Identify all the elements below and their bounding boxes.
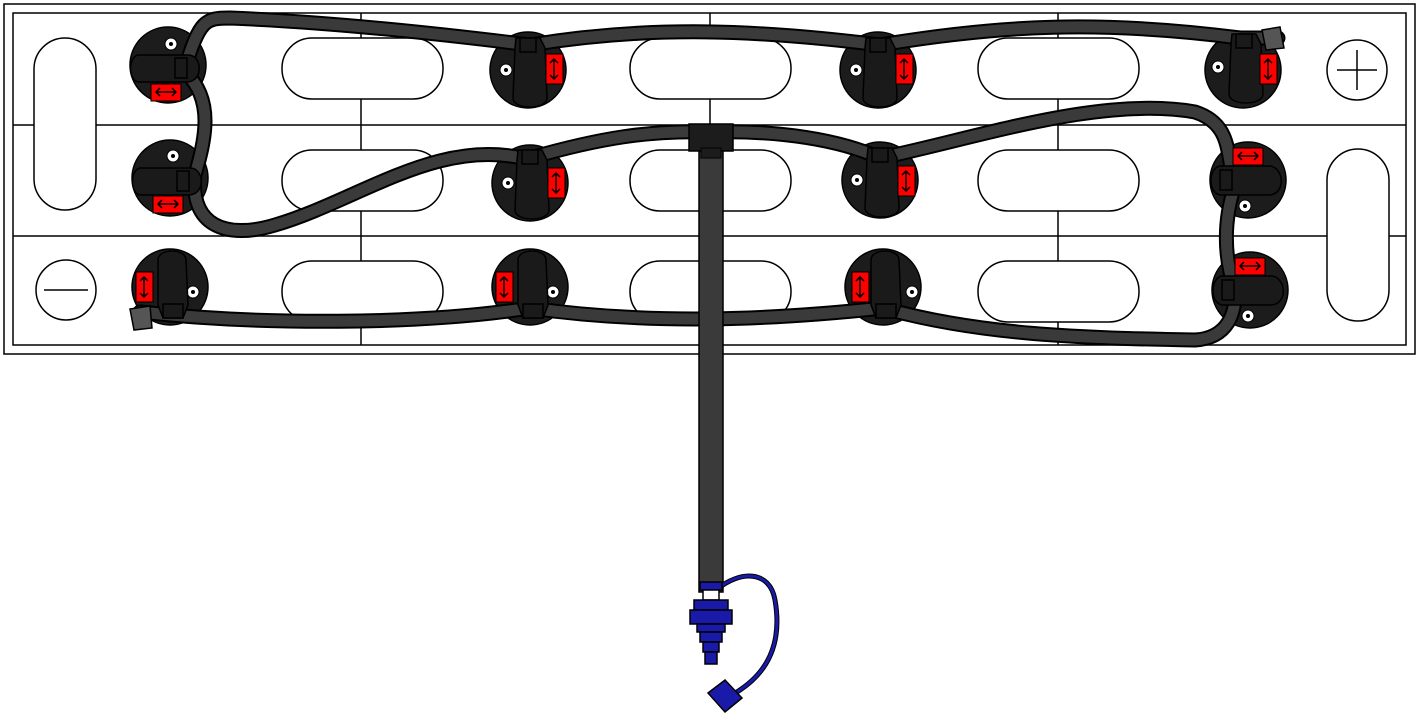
plug-clip (512, 37, 564, 108)
lifting-slots (33, 37, 1390, 323)
end-cap-negative (129, 305, 153, 331)
plug-clip (514, 149, 566, 220)
plug-clip (495, 250, 549, 319)
dust-cap-icon (706, 678, 744, 714)
plug-clip (135, 250, 189, 319)
cell-slot (977, 149, 1140, 212)
plug-clip (1212, 257, 1284, 306)
cell-slot (281, 37, 444, 100)
plug-clip (864, 147, 916, 218)
plug-clip (851, 250, 902, 319)
plug-clips (129, 33, 1284, 319)
cell-slot (281, 149, 444, 212)
hose-end-caps (129, 26, 1285, 331)
end-slot-right (1326, 148, 1390, 322)
plug-clip (1210, 147, 1282, 196)
plug-clip (129, 54, 200, 102)
tee-junction (688, 123, 734, 152)
main-feed-hose (698, 139, 724, 593)
negative-terminal (35, 259, 97, 321)
cell-slot (629, 37, 792, 100)
end-cap-positive (1261, 26, 1285, 51)
cell-slot (977, 260, 1140, 323)
plug-clip (1228, 33, 1278, 104)
positive-terminal (1326, 39, 1388, 101)
quick-coupling-icon (689, 573, 780, 714)
plug-clip (131, 167, 202, 214)
cell-slot (977, 37, 1140, 100)
end-slot-left (33, 37, 97, 211)
plug-clip (862, 37, 914, 108)
